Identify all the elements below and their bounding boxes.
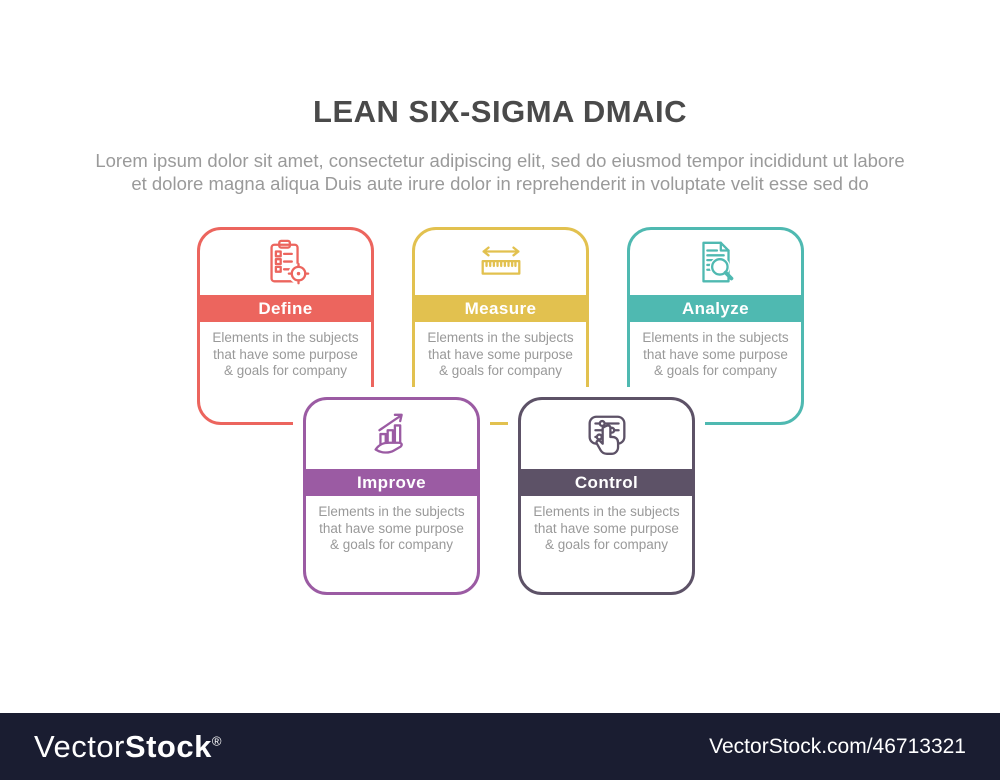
card-control-icon-area	[521, 400, 692, 469]
growth-chart-hand-icon	[373, 413, 403, 454]
card-measure-icon-area	[415, 230, 586, 295]
card-measure-label: Measure	[464, 298, 537, 318]
logo-vector-text: Vector	[34, 728, 125, 764]
card-measure: Measure Elements in the subjects that ha…	[412, 227, 589, 425]
vectorstock-logo: VectorStock®	[34, 729, 222, 765]
ruler-icon	[481, 245, 520, 275]
settings-control-hand-icon	[588, 415, 625, 455]
card-control-header: Control	[521, 469, 692, 496]
card-improve-header: Improve	[306, 469, 477, 496]
card-improve-icon-area	[306, 400, 477, 469]
card-define-header: Define	[200, 295, 371, 322]
document-search-icon	[701, 241, 733, 282]
card-improve-description: Elements in the subjects that have some …	[318, 504, 465, 552]
card-control-label: Control	[574, 472, 639, 492]
card-control: Control Elements in the subjects that ha…	[518, 397, 695, 595]
card-control-description: Elements in the subjects that have some …	[533, 504, 680, 552]
card-define-description: Elements in the subjects that have some …	[212, 330, 359, 378]
clipboard-checklist-icon	[269, 239, 309, 284]
card-measure-header: Measure	[415, 295, 586, 322]
card-analyze-description: Elements in the subjects that have some …	[642, 330, 789, 378]
watermark-bar: VectorStock® VectorStock.com/46713321	[0, 713, 1000, 780]
page-subtitle: Lorem ipsum dolor sit amet, consectetur …	[0, 149, 1000, 195]
card-define: Define Elements in the subjects that hav…	[197, 227, 374, 425]
card-analyze: Analyze Elements in the subjects that ha…	[627, 227, 804, 425]
card-analyze-label: Analyze	[681, 298, 750, 318]
registered-trademark-symbol: ®	[211, 733, 222, 749]
logo-stock-text: Stock	[124, 728, 212, 764]
subtitle-line-1: Lorem ipsum dolor sit amet, consectetur …	[95, 150, 905, 171]
subtitle-line-2: et dolore magna aliqua Duis aute irure d…	[131, 173, 869, 194]
card-improve: Improve Elements in the subjects that ha…	[303, 397, 480, 595]
card-analyze-icon-area	[630, 230, 801, 295]
card-measure-description: Elements in the subjects that have some …	[427, 330, 574, 378]
watermark-url: VectorStock.com/46713321	[709, 734, 966, 758]
card-improve-label: Improve	[357, 472, 426, 492]
card-define-icon-area	[200, 230, 371, 295]
card-analyze-header: Analyze	[630, 295, 801, 322]
card-define-label: Define	[258, 298, 313, 318]
page-title: LEAN SIX-SIGMA DMAIC	[313, 94, 687, 129]
